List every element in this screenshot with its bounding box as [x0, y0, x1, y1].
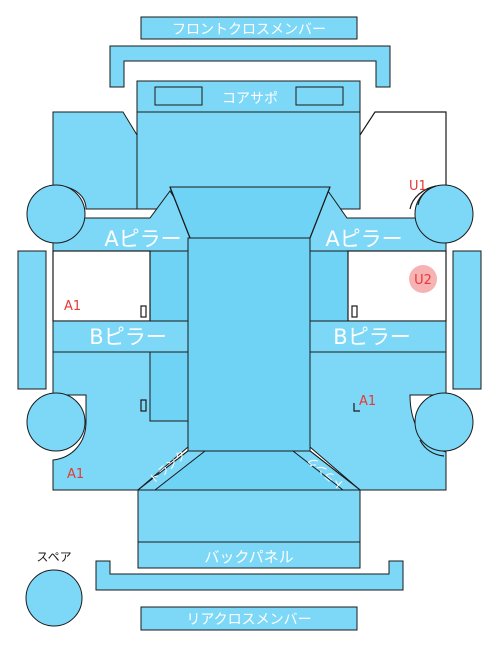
left-front-wheel[interactable]	[26, 184, 86, 244]
roof-front-windshield[interactable]	[169, 186, 331, 239]
mark-u2-badge[interactable]: U2	[409, 265, 437, 293]
right-side-strip[interactable]	[452, 250, 482, 390]
mark-a1-left-lower[interactable]: A1	[67, 467, 84, 482]
left-rear-wheel[interactable]	[26, 392, 86, 452]
mark-u1[interactable]: U1	[409, 179, 427, 194]
left-side-strip[interactable]	[17, 250, 47, 390]
left-a-pillar-label: Aピラー	[104, 227, 181, 251]
u1-wheel-arc	[417, 185, 437, 206]
right-front-fender[interactable]	[359, 111, 447, 187]
left-rear-quarter[interactable]	[52, 351, 189, 491]
roof[interactable]	[187, 237, 311, 452]
core-support[interactable]: コアサポ	[136, 80, 361, 113]
mark-a1-right[interactable]: A1	[359, 394, 376, 409]
left-b-pillar-label: Bピラー	[89, 325, 166, 349]
back-panel[interactable]: バックパネル	[137, 541, 361, 569]
core-support-label: コアサポ	[222, 91, 278, 107]
right-front-door-handle	[351, 305, 358, 318]
rear-floor[interactable]	[137, 489, 361, 543]
left-b-pillar[interactable]: Bピラー	[52, 320, 189, 353]
right-b-pillar[interactable]: Bピラー	[309, 320, 447, 353]
right-rear-wheel[interactable]	[414, 392, 474, 452]
spare-label: スペア	[36, 550, 71, 564]
rear-cross-member-label: リアクロスメンバー	[186, 612, 311, 628]
front-bumper-reinforcement[interactable]	[109, 45, 391, 88]
right-a-pillar-label: Aピラー	[325, 227, 402, 251]
rear-cross-member[interactable]: リアクロスメンバー	[140, 606, 358, 631]
right-b-pillar-label: Bピラー	[333, 325, 410, 349]
front-cross-member[interactable]: フロントクロスメンバー	[140, 16, 358, 40]
left-rear-door-handle	[140, 399, 147, 412]
spare-tire[interactable]	[25, 569, 83, 627]
rear-right-wheel-arc	[419, 439, 445, 457]
mark-a1-left-upper[interactable]: A1	[64, 299, 81, 314]
back-panel-label: バックパネル	[204, 548, 293, 566]
right-front-wheel[interactable]	[414, 184, 474, 244]
mark-u2: U2	[414, 273, 432, 288]
front-cross-member-label: フロントクロスメンバー	[172, 22, 326, 38]
rear-bumper-reinforcement[interactable]	[95, 560, 404, 591]
right-rear-marker	[353, 403, 360, 412]
left-front-door-handle	[140, 305, 147, 318]
